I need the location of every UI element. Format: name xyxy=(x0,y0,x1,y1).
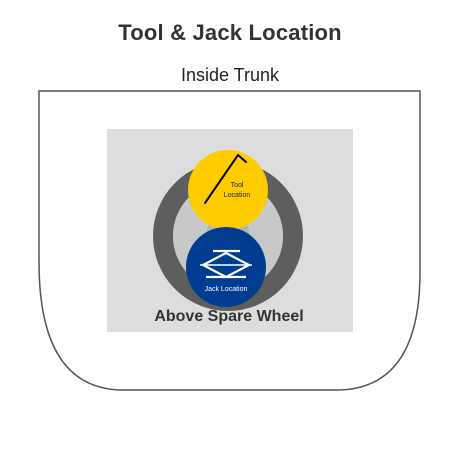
jack-location-marker: Jack Location xyxy=(186,227,266,307)
jack-label: Jack Location xyxy=(205,286,248,293)
tool-location-marker: Tool Location xyxy=(188,150,268,230)
tool-label-line1: Tool xyxy=(231,182,244,189)
page-subtitle: Inside Trunk xyxy=(180,65,280,85)
tool-label-line2: Location xyxy=(224,192,251,199)
lug-wrench-icon xyxy=(204,154,247,204)
spare-wheel-label: Above Spare Wheel xyxy=(154,308,303,325)
scissor-jack-icon xyxy=(200,249,252,279)
page-title: Tool & Jack Location xyxy=(118,20,342,45)
